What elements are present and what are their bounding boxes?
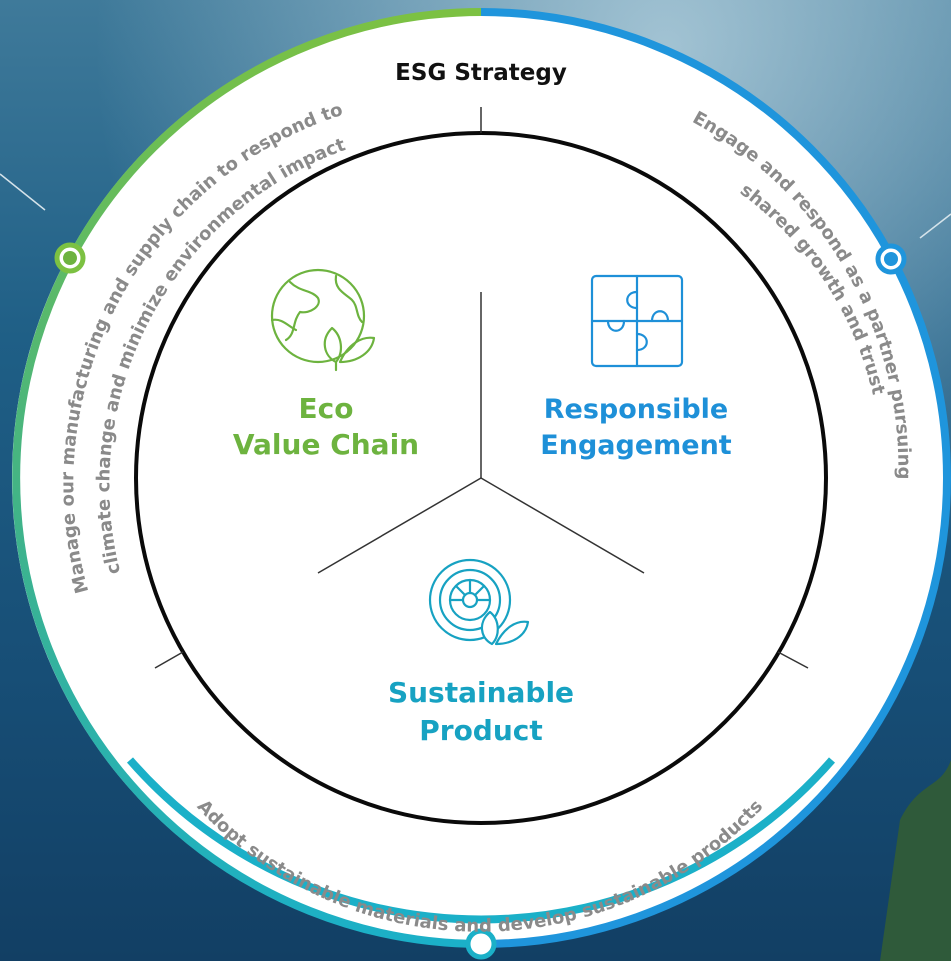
left-divider-tick: [154, 651, 184, 669]
ring-marker-green-dot: [63, 251, 77, 265]
puzzle-icon: [590, 274, 684, 368]
globe-leaf-icon: [270, 268, 376, 372]
pillar-eco-line1: Eco: [299, 392, 354, 425]
connector-line-right: [919, 213, 951, 239]
right-divider-tick: [777, 651, 809, 669]
tree-foliage: [880, 760, 951, 961]
ring-arc-teal: [126, 757, 836, 924]
pillar-engagement-line1: Responsible: [544, 394, 729, 425]
connector-line-left: [0, 173, 46, 211]
ring-marker-teal: [465, 928, 497, 960]
ring-arc-green-teal: [12, 7, 484, 948]
ring-marker-blue-dot: [884, 252, 898, 266]
center-divider-left: [317, 477, 482, 574]
pillar-engagement-line2: Engagement: [540, 430, 732, 461]
center-divider-right: [480, 477, 645, 574]
ring-arc-blue: [480, 8, 951, 948]
pillar-product-line1: Sustainable: [388, 676, 574, 709]
page-title: ESG Strategy: [395, 60, 567, 86]
pillar-eco-line2: Value Chain: [233, 428, 419, 461]
tire-leaf-icon: [428, 558, 530, 646]
pillar-product-line2: Product: [419, 714, 543, 747]
